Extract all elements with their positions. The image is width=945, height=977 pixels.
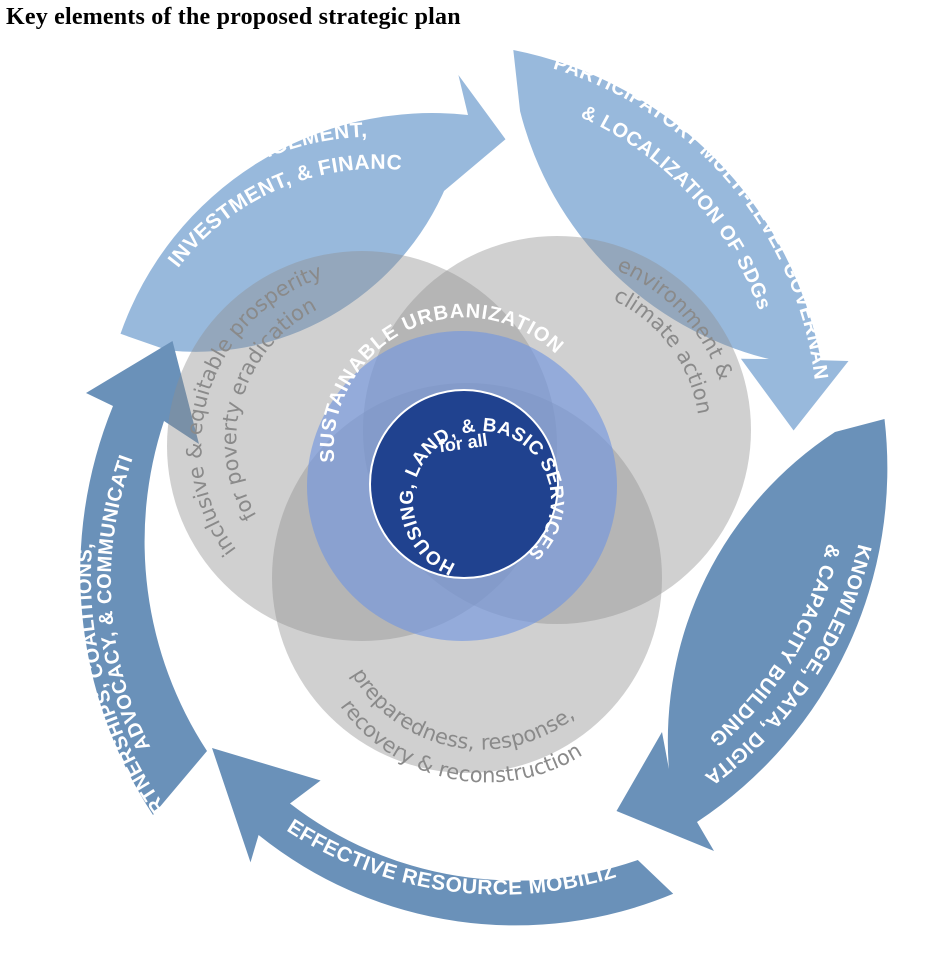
arrow-governance [513, 50, 849, 431]
arrow-resources [212, 748, 674, 926]
core-circle [369, 389, 559, 579]
arrow-planning [120, 75, 506, 352]
arrow-partnerships [80, 341, 207, 815]
page-title: Key elements of the proposed strategic p… [6, 4, 461, 30]
arrow-knowledge [616, 419, 888, 851]
